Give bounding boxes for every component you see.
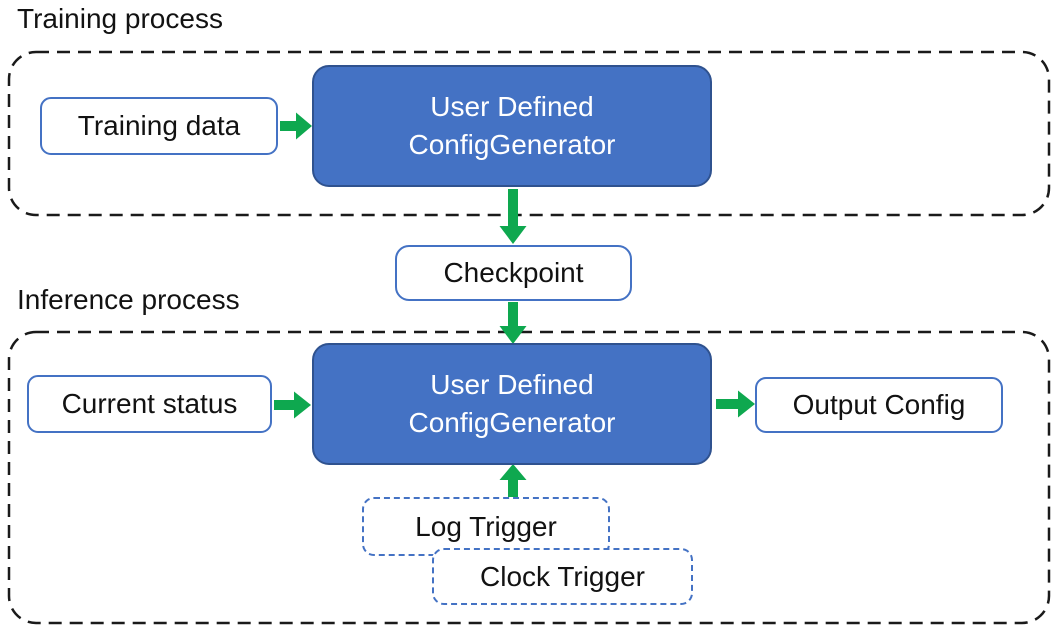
training-data-box: Training data	[40, 97, 278, 155]
arrow-checkpoint-to-generator	[499, 302, 527, 344]
inference-config-generator-line1: User Defined	[430, 369, 594, 400]
inference-process-label: Inference process	[17, 284, 240, 315]
checkpoint-box: Checkpoint	[395, 245, 632, 301]
training-config-generator-box: User Defined ConfigGenerator	[312, 65, 712, 187]
clock-trigger-box: Clock Trigger	[432, 548, 693, 605]
arrow-current-status-to-generator	[274, 391, 311, 419]
inference-config-generator-box: User Defined ConfigGenerator	[312, 343, 712, 465]
training-process-container	[7, 50, 1051, 217]
inference-config-generator-line2: ConfigGenerator	[408, 407, 616, 438]
arrow-generator-to-checkpoint	[499, 189, 527, 244]
training-process-label: Training process	[17, 3, 223, 34]
arrow-triggers-to-generator	[499, 464, 527, 498]
training-config-generator-line2: ConfigGenerator	[408, 129, 616, 160]
arrow-generator-to-output-config	[716, 390, 755, 418]
inference-process-container	[7, 330, 1051, 625]
output-config-box: Output Config	[755, 377, 1003, 433]
arrow-training-data-to-generator	[280, 112, 312, 140]
current-status-box: Current status	[27, 375, 272, 433]
training-config-generator-line1: User Defined	[430, 91, 594, 122]
log-trigger-box: Log Trigger	[362, 497, 610, 556]
